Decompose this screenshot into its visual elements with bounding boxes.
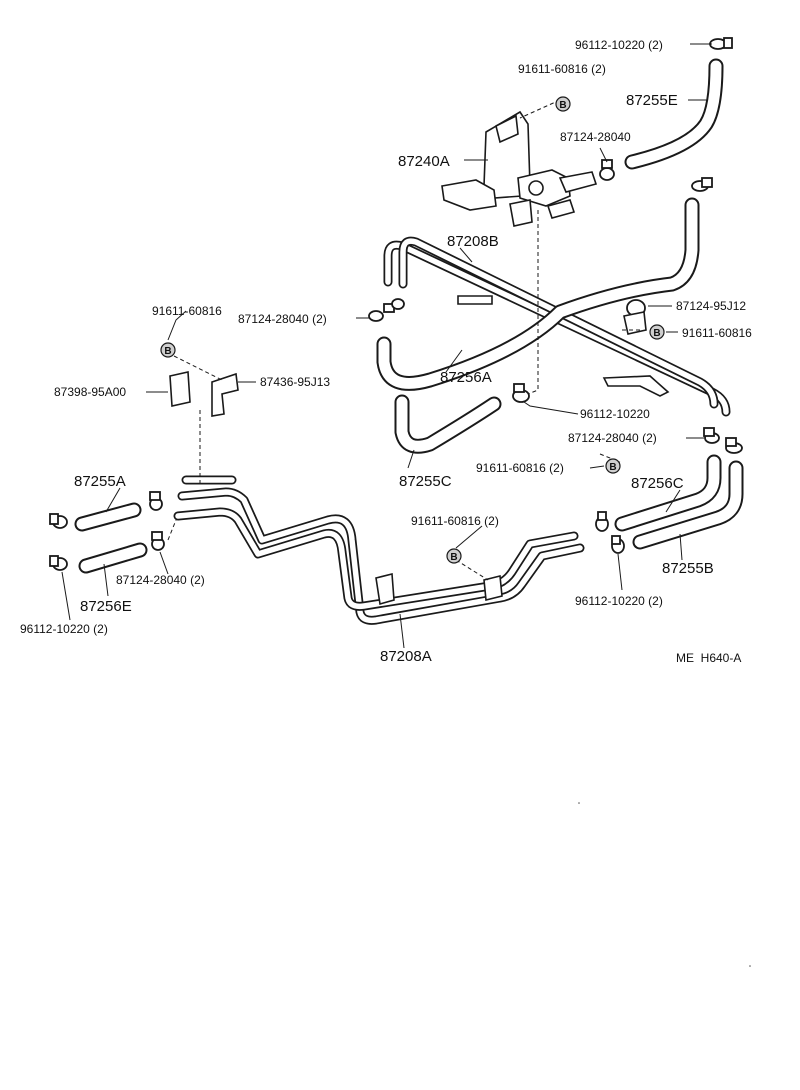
pipe-bracket <box>375 572 395 606</box>
bolt-symbols: B B B B B <box>160 96 665 564</box>
clamp-icon <box>149 491 163 511</box>
hose-87256a <box>376 197 700 391</box>
part-label-91611-60816-center: 91611-60816 (2) <box>411 514 499 528</box>
diagram-id: ME H640-A <box>676 651 741 665</box>
pipe-bracket <box>457 295 493 305</box>
hose-clamps <box>49 37 743 571</box>
clamp-icon <box>599 159 615 181</box>
part-label-96112-10220-mid: 96112-10220 <box>580 407 650 421</box>
bolt-icon: B <box>446 548 462 564</box>
part-label-87124-28040-left: 87124-28040 (2) <box>116 573 205 587</box>
hoses-left <box>74 502 148 574</box>
bracket-87436-95j13 <box>211 372 239 417</box>
part-label-87124-28040-top: 87124-28040 <box>560 130 631 144</box>
clamp-icon <box>49 555 68 571</box>
hose-87255e <box>624 58 724 170</box>
clamp-icon <box>703 427 720 444</box>
clamp-icon <box>623 299 647 335</box>
hose-87255c <box>394 394 502 454</box>
part-label-91611-60816-top: 91611-60816 (2) <box>518 62 606 76</box>
svg-text:B: B <box>559 100 566 111</box>
bracket-87398-95a00 <box>169 371 191 407</box>
water-valve-87240a <box>441 110 598 227</box>
clamp-icon <box>725 437 743 454</box>
part-label-91611-60816-right2: 91611-60816 (2) <box>476 461 564 475</box>
part-label-87398-95a00: 87398-95A00 <box>54 385 126 399</box>
part-label-96112-10220-top: 96112-10220 (2) <box>575 38 663 52</box>
svg-text:B: B <box>653 328 660 339</box>
part-label-87124-28040-mid: 87124-28040 (2) <box>238 312 327 326</box>
part-label-87256e: 87256E <box>80 598 132 615</box>
clamp-icon <box>368 298 405 322</box>
svg-text:B: B <box>609 462 616 473</box>
part-label-91611-60816-left: 91611-60816 <box>152 304 222 318</box>
bolt-icon: B <box>605 458 621 474</box>
clamp-icon <box>691 177 713 192</box>
part-label-96112-10220-left: 96112-10220 (2) <box>20 622 108 636</box>
clamp-icon <box>595 511 609 532</box>
hoses-right <box>614 454 744 550</box>
clamp-icon <box>512 383 530 403</box>
part-label-87208b: 87208B <box>447 233 499 250</box>
part-label-87255b: 87255B <box>662 560 714 577</box>
part-label-87124-95j12: 87124-95J12 <box>676 299 746 313</box>
svg-text:B: B <box>164 346 171 357</box>
part-label-87124-28040-right: 87124-28040 (2) <box>568 431 657 445</box>
svg-text:B: B <box>450 552 457 563</box>
part-label-87255a: 87255A <box>74 473 126 490</box>
scan-specks <box>578 802 751 967</box>
part-label-87255c: 87255C <box>399 473 452 490</box>
part-label-87240a: 87240A <box>398 153 450 170</box>
clamp-icon <box>709 37 733 50</box>
leader-lines <box>61 43 712 649</box>
part-label-91611-60816-right: 91611-60816 <box>682 326 752 340</box>
part-label-96112-10220-right: 96112-10220 (2) <box>575 594 663 608</box>
small-brackets <box>169 371 239 417</box>
bolt-icon: B <box>649 324 665 340</box>
alignment-dashes <box>167 99 640 581</box>
part-label-87256c: 87256C <box>631 475 684 492</box>
pipe-assembly-87208a <box>173 475 585 625</box>
part-label-87256a: 87256A <box>440 369 492 386</box>
part-label-87208a: 87208A <box>380 648 432 665</box>
pipe-bracket <box>483 574 503 602</box>
pipe-bracket-right <box>602 375 670 397</box>
pipe-assembly-87208b <box>383 236 731 417</box>
clamp-icon <box>151 531 165 551</box>
clamp-icon <box>49 513 68 529</box>
part-label-87436-95j13: 87436-95J13 <box>260 375 330 389</box>
part-labels: 96112-10220 (2) 91611-60816 (2) 87255E 8… <box>20 38 752 665</box>
bolt-icon: B <box>555 96 571 112</box>
part-label-87255e: 87255E <box>626 92 678 109</box>
bolt-icon: B <box>160 342 176 358</box>
clamp-icon <box>611 535 625 554</box>
